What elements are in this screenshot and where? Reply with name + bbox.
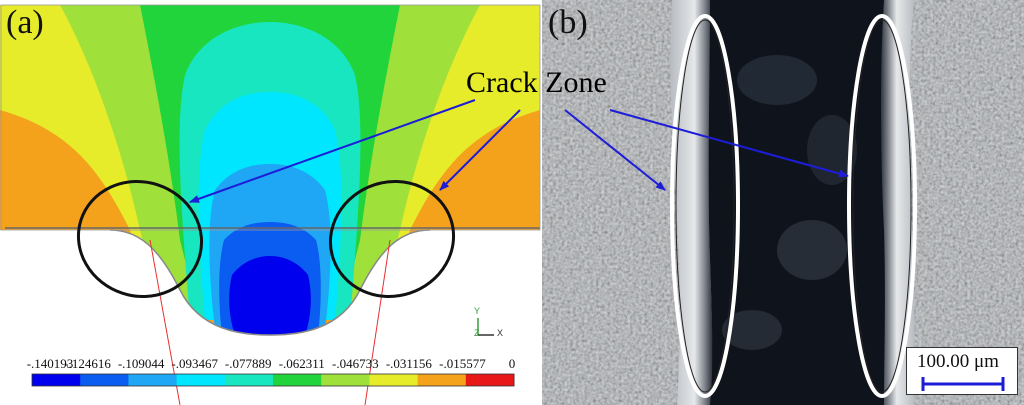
legend-tick-label: -.140193 <box>26 356 74 371</box>
legend-swatch <box>224 374 274 386</box>
legend-swatch <box>417 374 467 386</box>
crack-zone-ellipse-b-right <box>847 14 917 398</box>
groove-floor <box>708 0 885 405</box>
contour-plot <box>0 4 541 405</box>
panel-a-label: (a) <box>6 4 44 41</box>
crack-zone-label: Crack Zone <box>466 66 607 99</box>
notch-outline <box>109 229 431 336</box>
scale-bar: 100.00 μm <box>906 347 1018 395</box>
legend-tick-label: -.015577 <box>439 356 486 371</box>
contour-plot-panel: (a) Y Z X -.140193-.124616 -.109044 -.0934… <box>0 4 541 405</box>
contour-band-deep-blue <box>229 256 311 335</box>
groove-texture-3 <box>722 310 782 350</box>
crack-zone-ellipse-b-right-inner <box>852 19 912 393</box>
legend-swatch <box>32 374 81 386</box>
groove-wall-left <box>670 0 714 405</box>
legend-swatch <box>128 374 178 386</box>
legend-swatch <box>465 374 515 386</box>
crack-zone-ellipse-b-left-inner <box>675 19 735 393</box>
axis-label-z: Z <box>474 328 480 338</box>
legend-tick-label: -.031156 <box>385 356 432 371</box>
legend-tick-labels: -.140193-.124616 -.109044 -.093467 -.077889… <box>26 356 530 372</box>
legend-tick-label: -.093467 <box>171 356 218 371</box>
legend-tick-label: -.124616 <box>64 356 111 371</box>
groove-texture-1 <box>737 55 817 105</box>
color-legend-bar <box>31 373 515 387</box>
panel-b-label: (b) <box>548 4 588 41</box>
crack-zone-ellipse-left <box>76 180 204 298</box>
legend-swatch <box>80 374 129 386</box>
legend-tick-label: -.062311 <box>278 356 325 371</box>
crack-zone-ellipse-b-left <box>670 14 740 398</box>
micrograph-image <box>542 0 1024 405</box>
micrograph-panel: (b) <box>542 0 1024 405</box>
legend-swatch <box>369 374 419 386</box>
legend-swatch <box>273 374 322 386</box>
groove-texture-2 <box>777 220 847 280</box>
legend-swatch <box>321 374 370 386</box>
legend-tick-label: 0 <box>508 356 516 371</box>
axis-label-y: Y <box>474 306 481 316</box>
legend-tick-label: -.109044 <box>117 356 165 371</box>
legend-frame <box>31 373 515 387</box>
field-frame <box>0 4 541 231</box>
scale-bar-line <box>921 377 1005 391</box>
legend-tick-label: -.046733 <box>332 356 379 371</box>
axis-label-x: X <box>497 328 504 338</box>
scale-bar-label: 100.00 μm <box>917 351 999 372</box>
legend-swatch <box>176 374 226 386</box>
legend-tick-label: -.077889 <box>224 356 272 371</box>
